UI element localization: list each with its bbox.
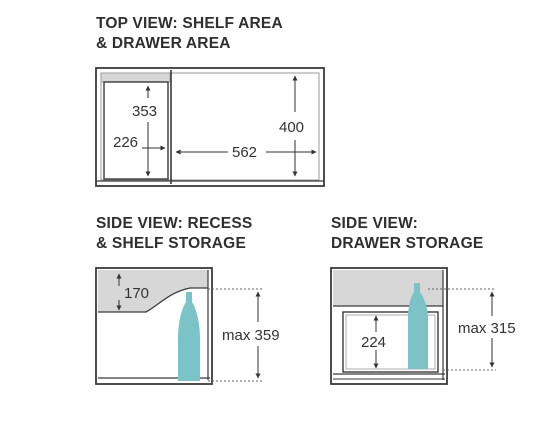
side-drawer-drawing: 224 max 315 xyxy=(330,267,516,385)
dim-label-max-315: max 315 xyxy=(458,320,516,337)
recess-curve xyxy=(98,287,208,313)
side-drawer-heading-line1: SIDE VIEW: xyxy=(331,215,418,232)
dim-label-562: 562 xyxy=(232,144,257,161)
top-view-heading-line1: TOP VIEW: SHELF AREA xyxy=(96,15,283,32)
top-view-outer-frame xyxy=(95,67,325,187)
side-drawer-heading-line2: DRAWER STORAGE xyxy=(331,235,484,252)
recess-shaded-area xyxy=(98,270,208,312)
shelf-area-top-band xyxy=(100,72,171,83)
side-recess-heading-line2: & SHELF STORAGE xyxy=(96,235,246,252)
top-view-inner-frame xyxy=(100,72,320,181)
side-recess-heading-line1: SIDE VIEW: RECESS xyxy=(96,215,253,232)
recess-bottle xyxy=(178,292,200,381)
dim-label-170: 170 xyxy=(124,285,149,302)
drawer-box xyxy=(342,311,439,373)
dim-label-224: 224 xyxy=(361,334,386,351)
drawer-bottle xyxy=(408,283,428,369)
top-view-drawing: 353 226 400 562 xyxy=(95,67,325,187)
drawer-cabinet-frame xyxy=(330,267,448,385)
shelf-area-compartment xyxy=(103,81,169,180)
dim-label-max-359: max 359 xyxy=(222,327,280,344)
side-recess-heading: SIDE VIEW: RECESS & SHELF STORAGE xyxy=(96,214,252,254)
dim-label-353: 353 xyxy=(132,103,157,120)
top-view-heading-line2: & DRAWER AREA xyxy=(96,35,231,52)
drawer-inner xyxy=(345,314,436,370)
drawer-top-shaded xyxy=(333,270,443,306)
top-view-heading: TOP VIEW: SHELF AREA & DRAWER AREA xyxy=(96,14,283,54)
dim-label-226: 226 xyxy=(113,134,138,151)
side-recess-drawing: 170 max 359 xyxy=(95,267,280,385)
side-drawer-heading: SIDE VIEW: DRAWER STORAGE xyxy=(331,214,483,254)
dim-label-400: 400 xyxy=(279,119,304,136)
recess-cabinet-frame xyxy=(95,267,213,385)
